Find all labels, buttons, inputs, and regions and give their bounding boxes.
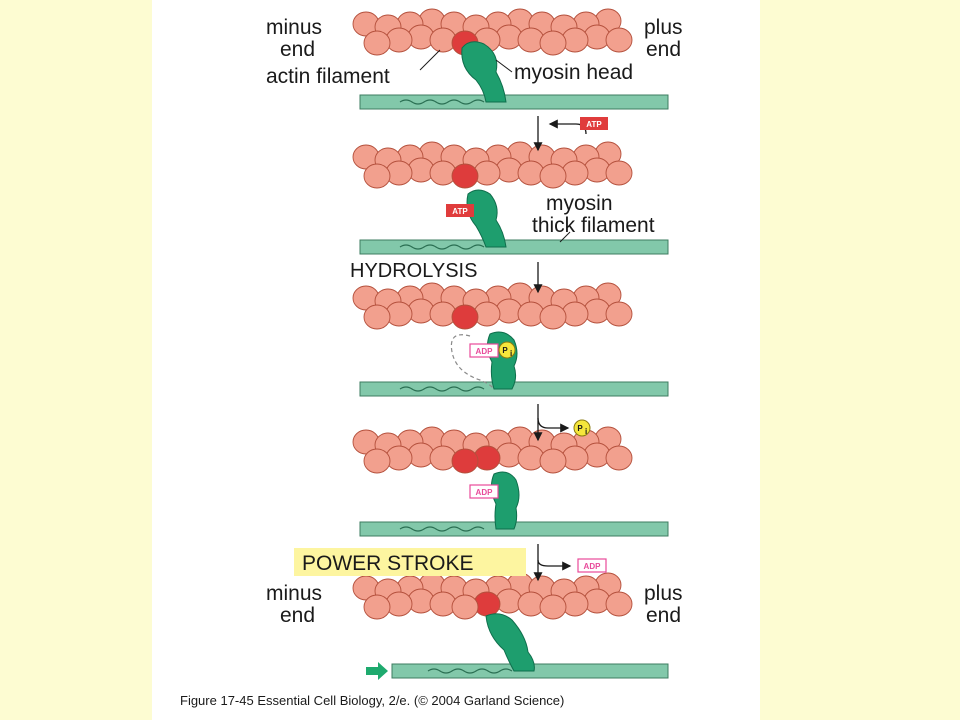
- minus-label-top: minus: [266, 16, 322, 39]
- actin-subunit: [363, 30, 391, 56]
- actin-binding-subunit: [451, 163, 479, 189]
- myosin-head-4: [490, 471, 520, 530]
- myosin-label: myosin: [546, 192, 613, 215]
- figure-caption: Figure 17-45 Essential Cell Biology, 2/e…: [180, 693, 564, 708]
- actin-filament-1: [352, 8, 633, 56]
- adp-chip-1: ADP: [469, 343, 499, 358]
- myosin-head-5: [485, 613, 535, 672]
- actin-filament-label: actin filament: [266, 65, 390, 88]
- actin-subunit: [539, 594, 567, 620]
- pi-2-text: P: [577, 424, 583, 433]
- myosin-head-3: [486, 331, 518, 390]
- myosin-head-3-ghost: [450, 334, 495, 390]
- adp-chip-3: ADP: [577, 558, 607, 573]
- adp-chip-2: ADP: [469, 484, 499, 499]
- adp-chip-2-text: ADP: [476, 488, 494, 497]
- minus-label-bottom: minus: [266, 582, 322, 605]
- actin-subunit: [363, 163, 391, 189]
- actin-subunit: [605, 591, 633, 617]
- motion-arrow-icon: [366, 662, 388, 680]
- actin-subunit: [605, 160, 633, 186]
- actin-subunit: [363, 304, 391, 330]
- myosin-head-2: [466, 189, 507, 248]
- thick-filament-2: [359, 239, 669, 255]
- atp-chip-2: ATP: [446, 204, 474, 217]
- thick-filament-label: thick filament: [532, 214, 655, 237]
- actin-subunit: [539, 304, 567, 330]
- pi-2-sub: i: [585, 427, 587, 436]
- atp-chip-1: ATP: [580, 117, 608, 130]
- plus-label-top: plus: [644, 16, 683, 39]
- step-arrow-4: [533, 544, 572, 582]
- actin-subunit: [539, 30, 567, 56]
- plus-end-label-bottom: end: [646, 604, 681, 627]
- actin-subunit: [605, 445, 633, 471]
- actin-leader-line: [419, 49, 441, 71]
- plus-label-bottom: plus: [644, 582, 683, 605]
- minus-end-label-bottom: end: [280, 604, 315, 627]
- actin-filament-4: [352, 426, 633, 474]
- actin-subunit: [539, 448, 567, 474]
- power-stroke-label: POWER STROKE: [302, 552, 474, 575]
- atp-chip-2-text: ATP: [452, 207, 468, 216]
- actin-filament-5: [352, 572, 633, 620]
- actin-filament-2: [352, 141, 633, 189]
- adp-chip-3-text: ADP: [584, 562, 602, 571]
- adp-chip-1-text: ADP: [476, 347, 494, 356]
- atp-chip-1-text: ATP: [586, 120, 602, 129]
- pi-circle-2: P i: [573, 419, 591, 437]
- minus-end-label-top: end: [280, 38, 315, 61]
- pi-1-sub: i: [510, 349, 512, 358]
- hydrolysis-label: HYDROLYSIS: [350, 260, 477, 282]
- thick-filament-leader-line: [559, 231, 571, 243]
- pi-1-text: P: [502, 346, 508, 355]
- actin-subunit: [363, 594, 391, 620]
- actin-subunit: [451, 594, 479, 620]
- actin-binding-subunit: [451, 448, 479, 474]
- actin-subunit: [605, 301, 633, 327]
- myosin-head-1: [461, 41, 507, 103]
- myosin-head-label: myosin head: [514, 61, 633, 84]
- power-stroke-highlight: [294, 548, 526, 576]
- actin-subunit: [539, 163, 567, 189]
- myosin-head-leader-line: [495, 59, 513, 73]
- actin-subunit: [363, 448, 391, 474]
- actin-filament-3: [352, 282, 633, 330]
- pi-circle-1: P i: [498, 341, 516, 359]
- step-arrow-3: [533, 404, 570, 442]
- thick-filament-1: [359, 94, 669, 110]
- actin-subunit: [605, 27, 633, 53]
- actin-binding-subunit: [451, 304, 479, 330]
- plus-end-label-top: end: [646, 38, 681, 61]
